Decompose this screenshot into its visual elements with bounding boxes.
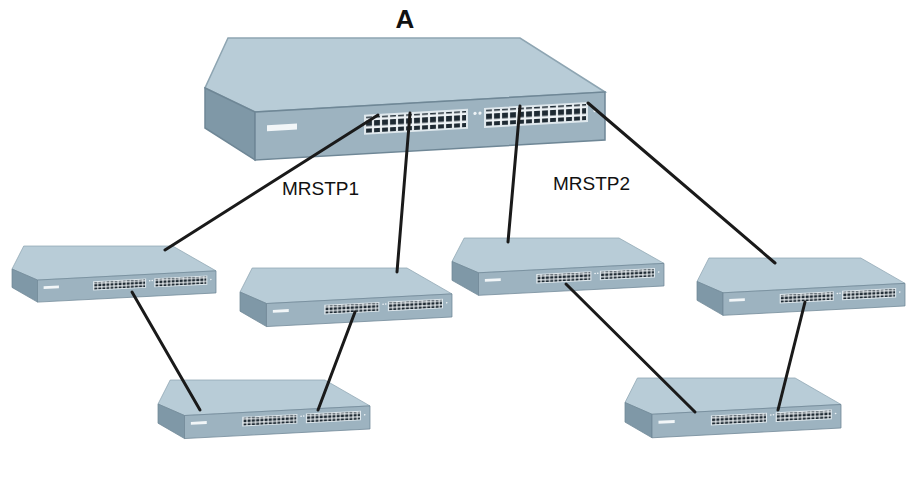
cable — [397, 113, 410, 272]
edge-switch — [12, 246, 216, 302]
region-label: MRSTP1 — [282, 178, 359, 200]
edge-switch — [697, 258, 905, 315]
edge-switch — [625, 378, 841, 438]
switch-name: A — [205, 4, 605, 34]
cable — [132, 292, 200, 410]
cable — [566, 284, 695, 412]
edge-switch — [158, 380, 370, 439]
cable — [165, 115, 378, 250]
switch-node: A — [205, 38, 605, 160]
core-switch — [205, 38, 605, 160]
cables — [132, 103, 805, 412]
cable — [318, 312, 355, 410]
cable — [508, 106, 520, 242]
edge-switch — [240, 268, 452, 327]
cable — [778, 302, 805, 410]
region-label: MRSTP2 — [553, 173, 630, 195]
edge-switch — [452, 238, 664, 295]
